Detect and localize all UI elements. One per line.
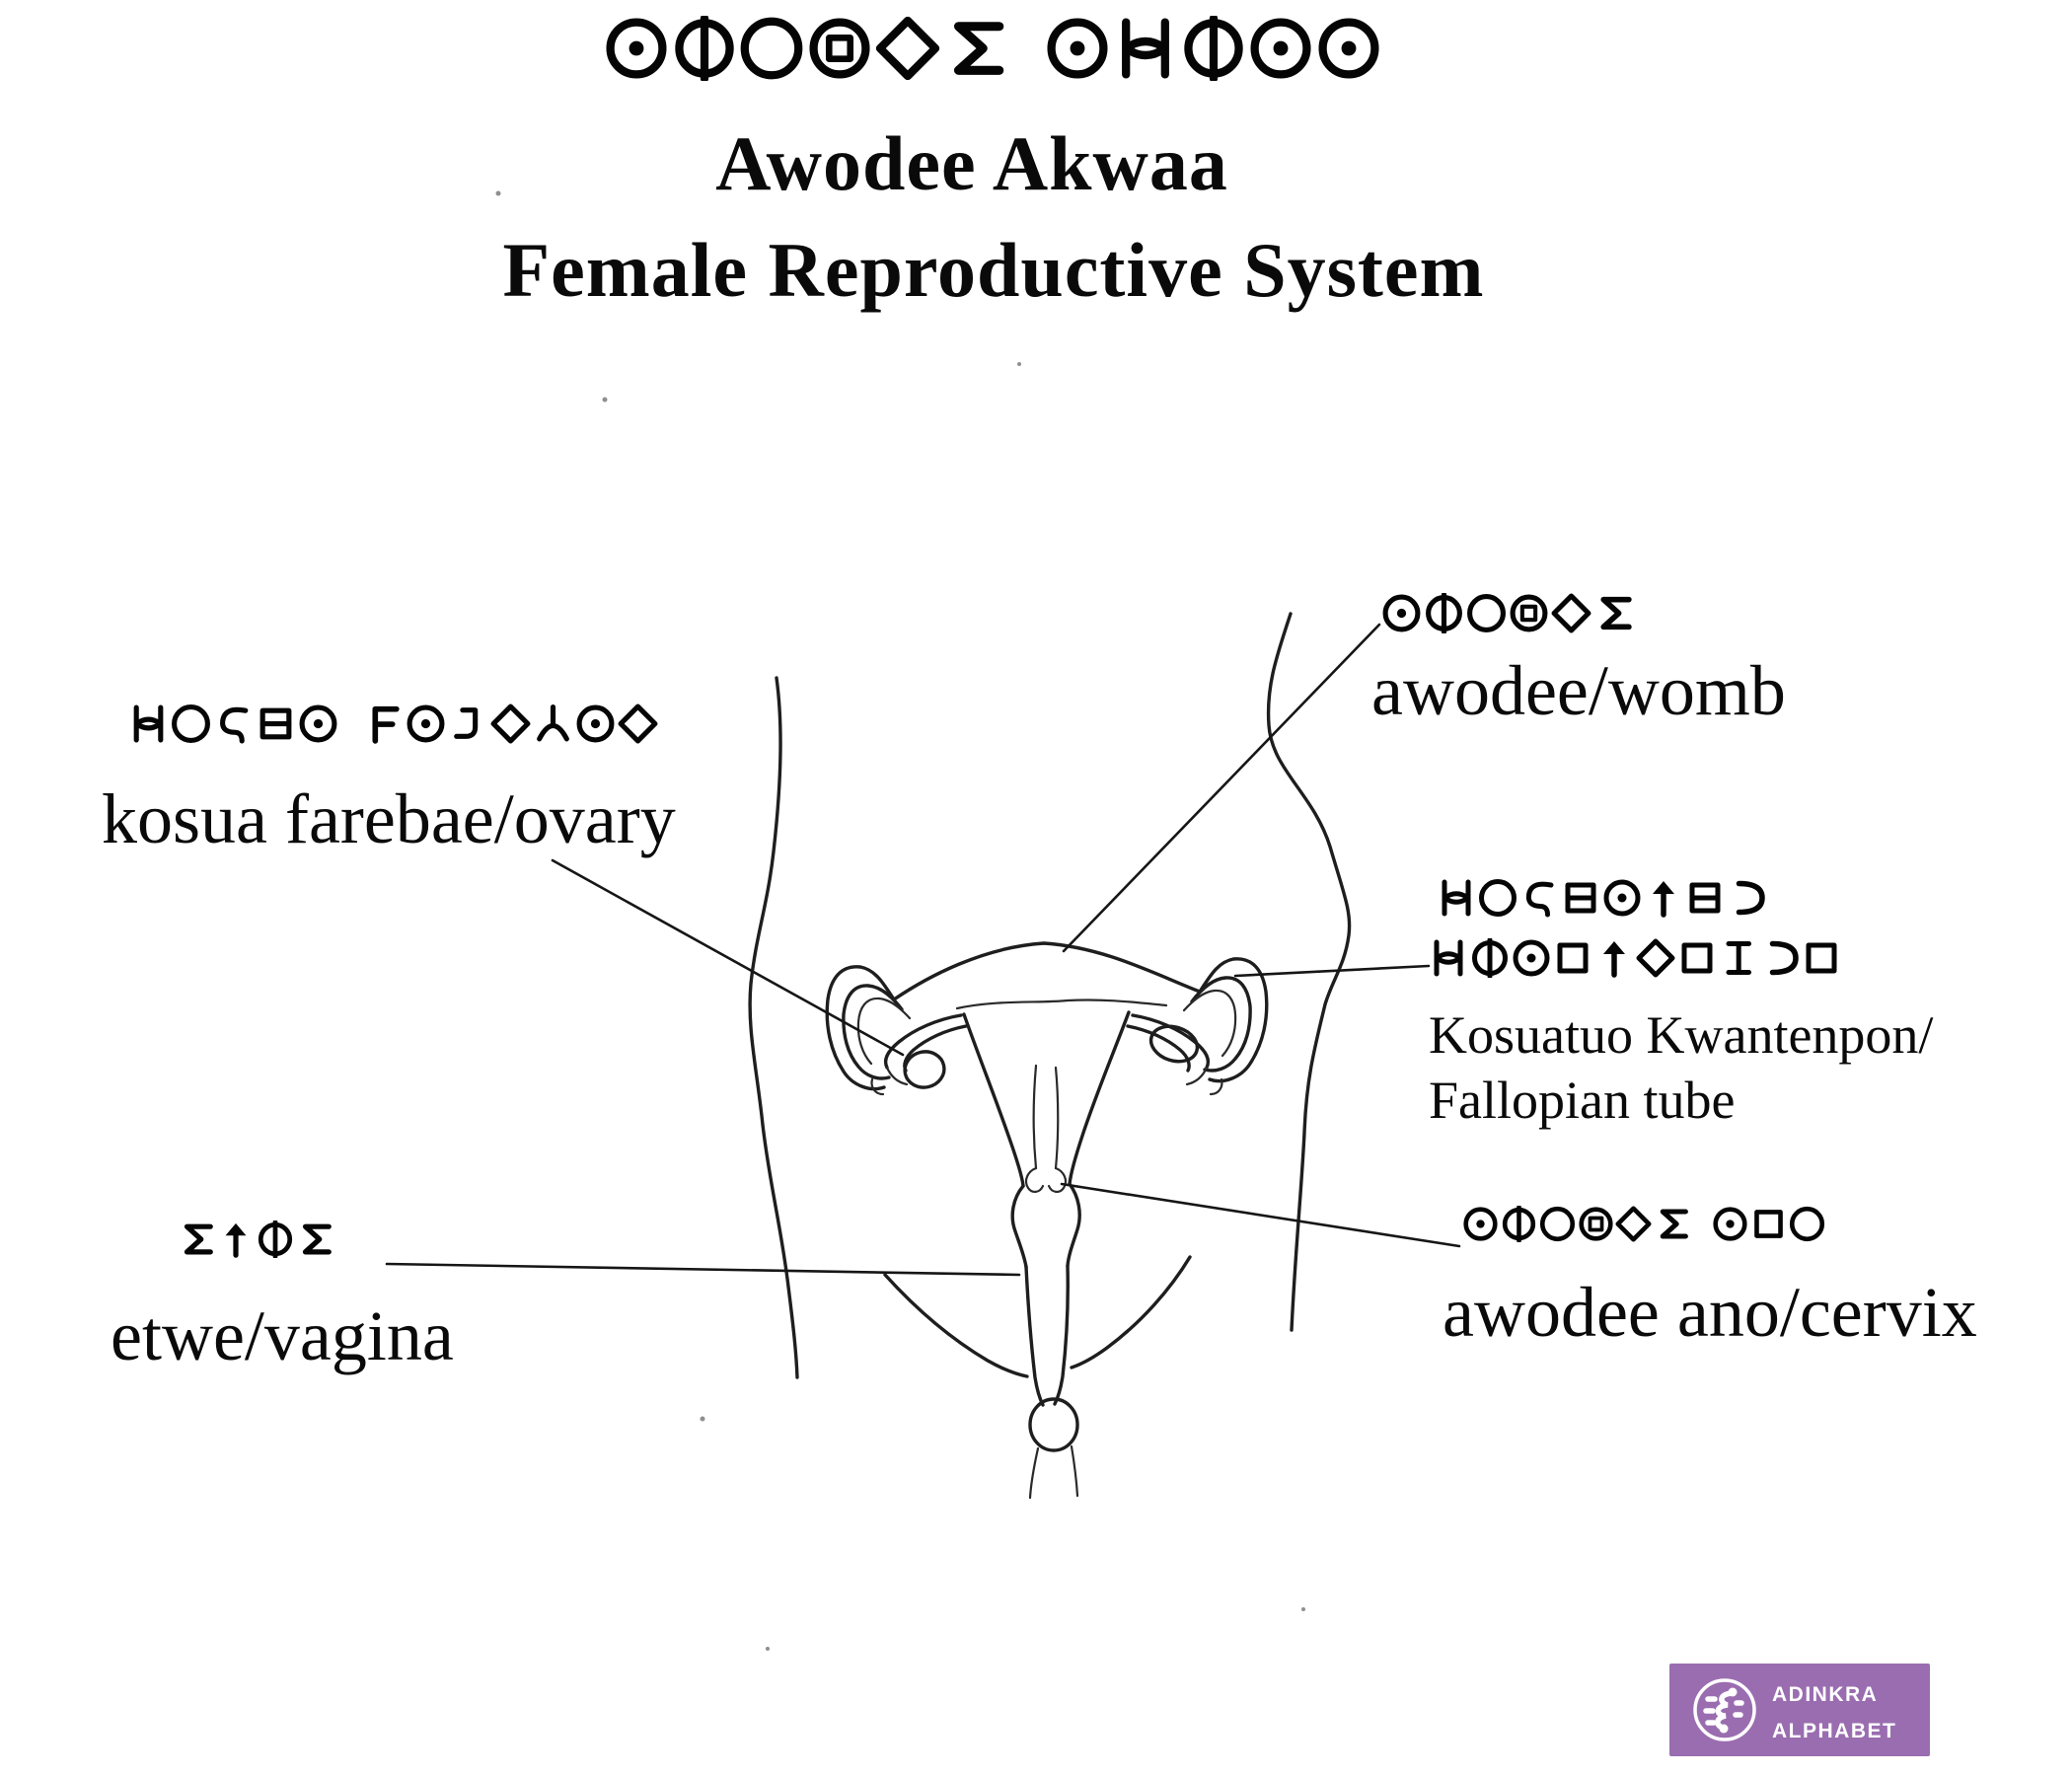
womb-latin-text: awodee/womb (1371, 651, 1786, 730)
leader-line-cervix (1060, 1182, 1461, 1248)
fallopian-tube-right (1126, 957, 1269, 1096)
fimbriae-left (870, 1066, 909, 1096)
torso-outline (748, 612, 1352, 1379)
fallopian-adinkra-line1 (1437, 878, 1766, 918)
cervix-adinkra-text (1462, 1206, 1825, 1242)
vagina-wall-right (1053, 1264, 1070, 1406)
fallopian-latin-line2: Fallopian tube (1429, 1071, 1736, 1130)
vagina-latin-text: etwe/vagina (111, 1296, 454, 1375)
title-adinkra (604, 16, 1381, 81)
vulva-curve-right (1070, 1255, 1192, 1369)
fallopian-latin-line1: Kosuatuo Kwantenpon/ (1429, 1005, 1934, 1065)
leader-line-fallopian (1233, 964, 1431, 978)
leader-line-womb (1062, 623, 1381, 953)
tube-right-duct-b (1126, 1024, 1191, 1073)
tube-left-inner (842, 984, 904, 1080)
title-twi: Awodee Akwaa (715, 120, 1228, 206)
adinkra-alphabet-logo: ADINKRA ALPHABET (1669, 1664, 1930, 1756)
fimbriae-right (1185, 1066, 1223, 1096)
tube-right-inner (1190, 976, 1252, 1073)
tube-left-duct-a (883, 1013, 963, 1070)
paper-specks (495, 190, 1305, 1651)
ovary-left-shape (903, 1050, 946, 1089)
womb-adinkra-text (1381, 593, 1634, 633)
tube-right-outer (1198, 957, 1269, 1083)
ovary-latin-text: kosua farebae/ovary (102, 779, 676, 858)
vagina (883, 1255, 1192, 1500)
uterus-fundus (892, 941, 1202, 1001)
cervix-outer-left (1010, 1184, 1028, 1269)
tube-left-outer (825, 965, 896, 1091)
ovary-adinkra-text (128, 703, 658, 744)
uterine-cavity-line (955, 999, 1168, 1010)
cervix (1010, 1166, 1081, 1269)
vulva-curve-left (883, 1273, 1029, 1378)
perineum-lines (1028, 1444, 1079, 1500)
tube-right-fold (1182, 989, 1237, 1058)
torso-outline-right (1266, 612, 1352, 1332)
torso-outline-left (748, 676, 799, 1379)
cervix-curl-right (1047, 1166, 1068, 1193)
uterus-wall-left (962, 1012, 1025, 1188)
uterus (892, 941, 1202, 1188)
fallopian-adinkra-line2 (1429, 938, 1841, 978)
gye-nyame-icon (1693, 1678, 1756, 1741)
leader-lines (385, 623, 1461, 1277)
vaginal-opening (1028, 1397, 1079, 1452)
fallopian-tube-left (825, 965, 968, 1096)
logo-text: ADINKRA ALPHABET (1772, 1676, 1896, 1749)
cervix-outer-right (1066, 1182, 1081, 1268)
cervix-latin-text: awodee ano/cervix (1443, 1273, 1977, 1352)
cervix-curl-left (1024, 1166, 1045, 1193)
tube-left-fold (856, 997, 912, 1066)
title-english: Female Reproductive System (502, 227, 1485, 313)
uterine-canal-right (1054, 1066, 1060, 1170)
vagina-wall-left (1024, 1265, 1045, 1407)
vagina-adinkra-text (178, 1221, 333, 1258)
ovary-right-shape (1148, 1024, 1200, 1064)
uterus-wall-right (1068, 1010, 1131, 1186)
uterine-canal-left (1032, 1064, 1038, 1170)
leader-line-ovary (551, 858, 905, 1057)
logo-line2: ALPHABET (1772, 1720, 1897, 1742)
leader-line-vagina (385, 1262, 1021, 1277)
logo-line1: ADINKRA (1772, 1683, 1879, 1706)
